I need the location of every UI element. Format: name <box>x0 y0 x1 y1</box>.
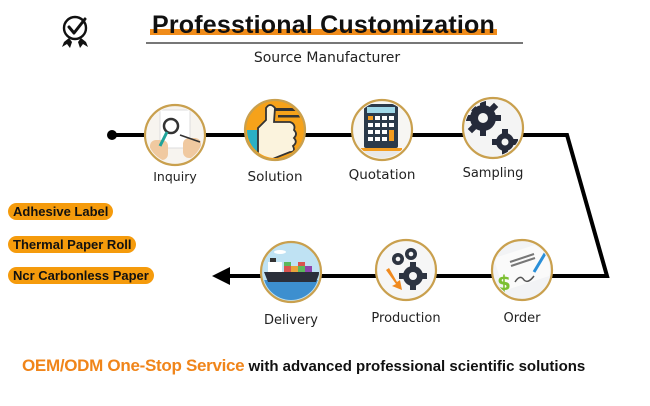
svg-text:$: $ <box>497 271 511 295</box>
product-tag-ncr-carbonless-paper: Ncr Carbonless Paper <box>8 267 154 284</box>
step-sampling <box>461 96 525 160</box>
gears-icon <box>465 100 518 155</box>
footer-tagline: OEM/ODM One-Stop Service with advanced p… <box>22 356 585 376</box>
footer-rest: with advanced professional scientific so… <box>244 358 586 375</box>
step-label-solution: Solution <box>247 169 303 185</box>
calculator-icon <box>354 104 410 158</box>
step-label-sampling: Sampling <box>462 166 524 181</box>
signed-check-icon: $ <box>494 242 550 295</box>
flow-arrow-head <box>212 267 230 285</box>
step-solution <box>243 98 307 162</box>
magnifier-document-icon <box>150 109 201 160</box>
certified-badge-icon <box>62 15 88 48</box>
step-order: $ <box>490 238 554 302</box>
production-gears-icon <box>386 248 427 290</box>
title-underline <box>146 42 523 44</box>
step-quotation <box>350 98 414 162</box>
product-tag-thermal-paper-roll: Thermal Paper Roll <box>8 236 137 253</box>
step-label-delivery: Delivery <box>264 313 318 328</box>
footer-highlight: OEM/ODM One-Stop Service <box>22 356 245 375</box>
step-label-quotation: Quotation <box>348 167 416 183</box>
step-production <box>374 238 438 302</box>
step-label-inquiry: Inquiry <box>153 169 197 184</box>
step-inquiry <box>143 103 207 167</box>
cargo-ship-icon <box>263 250 319 300</box>
page-title: Professtional Customization <box>150 11 497 40</box>
flow-start-dot <box>107 130 117 140</box>
step-delivery <box>259 240 323 304</box>
thumbs-up-icon <box>247 104 303 158</box>
product-tag-adhesive-label: Adhesive Label <box>8 203 114 220</box>
step-label-order: Order <box>503 311 541 326</box>
page-subtitle: Source Manufacturer <box>253 50 401 66</box>
step-label-production: Production <box>371 311 441 326</box>
